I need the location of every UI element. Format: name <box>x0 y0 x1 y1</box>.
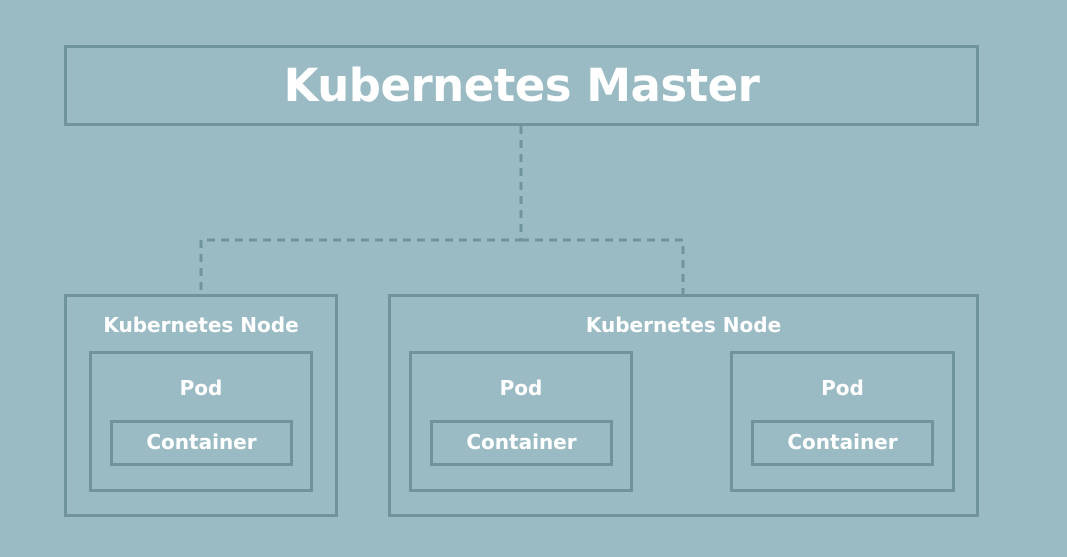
pod-box: Pod <box>409 351 633 492</box>
kubernetes-node-left: Kubernetes Node <box>64 294 338 517</box>
pod-box: Pod <box>89 351 313 492</box>
kubernetes-node-right: Kubernetes Node <box>388 294 979 517</box>
master-connector-line <box>199 126 685 294</box>
container-box: Container <box>430 420 613 466</box>
pod-label: Pod <box>179 376 223 400</box>
kubernetes-node-label: Kubernetes Node <box>585 313 782 337</box>
pod-label: Pod <box>499 376 543 400</box>
pod-label: Pod <box>821 376 864 400</box>
pod-box: Pod <box>730 351 955 492</box>
kubernetes-master-label: Kubernetes Master <box>283 59 760 112</box>
kubernetes-master-box: Kubernetes Master <box>64 45 979 126</box>
container-label: Container <box>466 430 577 454</box>
container-label: Container <box>787 430 898 454</box>
container-box: Container <box>110 420 293 466</box>
container-label: Container <box>146 430 257 454</box>
kubernetes-node-label: Kubernetes Node <box>103 313 299 337</box>
container-box: Container <box>751 420 934 466</box>
